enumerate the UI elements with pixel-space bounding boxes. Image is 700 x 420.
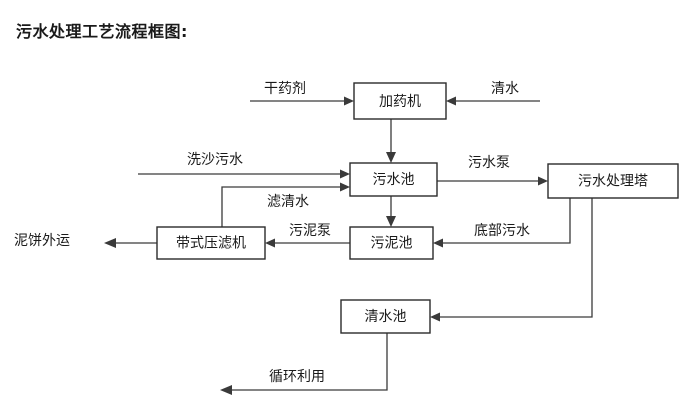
edge-mud-cake-transport bbox=[104, 238, 157, 248]
node-label-sewage-pool: 污水池 bbox=[373, 172, 415, 188]
edge-sewage-pump bbox=[437, 176, 548, 186]
edge-label-clean-water: 清水 bbox=[491, 81, 519, 97]
node-sewage-pool[interactable]: 污水池 bbox=[349, 162, 438, 197]
edge-clean-water-in bbox=[446, 96, 540, 106]
edge-label-sewage-pump: 污水泵 bbox=[468, 155, 510, 171]
node-label-dosing-machine: 加药机 bbox=[379, 94, 421, 110]
node-sludge-pool[interactable]: 污泥池 bbox=[349, 226, 434, 260]
edge-sewage-to-sludge-pool bbox=[386, 196, 396, 227]
edge-sand-washing-sewage bbox=[138, 169, 350, 179]
edge-label-filtrate-water: 滤清水 bbox=[267, 194, 309, 210]
edge-filtrate-water bbox=[221, 182, 350, 227]
edge-tower-to-clear-pool bbox=[430, 198, 593, 322]
node-label-clear-water-pool: 清水池 bbox=[365, 309, 407, 325]
terminal-label-mud-cake-transport: 泥饼外运 bbox=[14, 233, 70, 249]
edge-sludge-pump bbox=[265, 238, 350, 248]
edge-label-sludge-pump: 污泥泵 bbox=[289, 223, 331, 239]
edge-label-bottom-sewage: 底部污水 bbox=[474, 223, 530, 239]
node-sewage-treatment-tower[interactable]: 污水处理塔 bbox=[547, 163, 679, 199]
edge-label-sand-washing-sewage: 洗沙污水 bbox=[187, 152, 243, 168]
node-label-sewage-treatment-tower: 污水处理塔 bbox=[578, 174, 648, 190]
edge-dry-reagent bbox=[250, 96, 354, 106]
node-label-sludge-pool: 污泥池 bbox=[371, 236, 413, 252]
edge-bottom-sewage bbox=[433, 198, 571, 248]
node-belt-filter-press[interactable]: 带式压滤机 bbox=[156, 226, 266, 260]
page-title: 污水处理工艺流程框图: bbox=[16, 22, 188, 41]
node-clear-water-pool[interactable]: 清水池 bbox=[340, 299, 431, 334]
edge-label-dry-reagent: 干药剂 bbox=[264, 81, 306, 97]
node-dosing-machine[interactable]: 加药机 bbox=[353, 82, 447, 120]
node-label-belt-filter-press: 带式压滤机 bbox=[176, 236, 246, 252]
edge-label-recycle-reuse: 循环利用 bbox=[269, 369, 325, 385]
edge-recycle-reuse bbox=[220, 333, 388, 395]
edge-dosing-to-sewage-pool bbox=[386, 119, 396, 163]
